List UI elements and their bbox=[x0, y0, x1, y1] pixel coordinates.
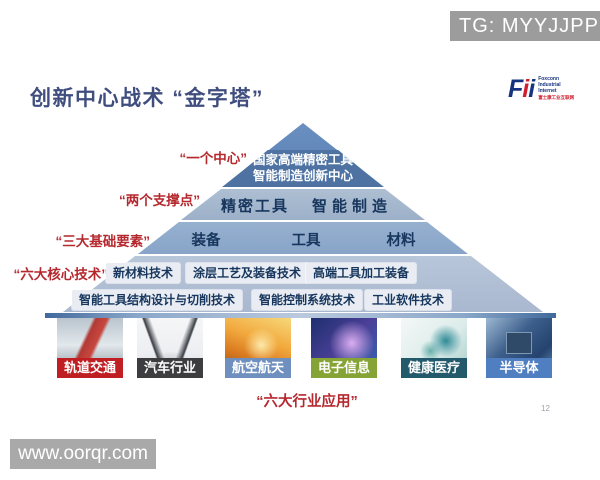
logo-text-line2: Industrial bbox=[538, 82, 561, 88]
industry-tile-automotive: 汽车行业 bbox=[137, 318, 203, 378]
industry-tile-electronics: 电子信息 bbox=[311, 318, 377, 378]
level2-item-smart-manufacturing: 智能制造 bbox=[311, 198, 393, 215]
logo-letter-i1: i bbox=[522, 75, 529, 103]
fii-logo: Fii Foxconn Industrial Internet 富士康工业互联网 bbox=[508, 76, 574, 102]
logo-text-line3: Internet bbox=[538, 88, 557, 94]
logo-letter-i2: i bbox=[528, 75, 535, 103]
industry-tile-aerospace: 航空航天 bbox=[225, 318, 291, 378]
industry-label-rail: 轨道交通 bbox=[57, 358, 123, 378]
side-label-three-elements: “三大基础要素” bbox=[55, 234, 151, 249]
industry-tile-rail: 轨道交通 bbox=[57, 318, 123, 378]
tech-chip-coating: 涂层工艺及装备技术 bbox=[185, 263, 309, 283]
level3-item-materials: 材料 bbox=[386, 233, 416, 249]
level1-line2: 智能制造创新中心 bbox=[252, 169, 353, 183]
logo-text-line1: Foxconn bbox=[538, 76, 560, 82]
industry-label-healthcare: 健康医疗 bbox=[401, 358, 467, 378]
watermark: www.oorqr.com bbox=[10, 439, 156, 469]
cpu-die-graphic bbox=[506, 332, 532, 354]
pyramid-level1-text: 国家高端精密工具 智能制造创新中心 bbox=[223, 152, 383, 184]
fii-logo-mark: Fii bbox=[508, 75, 535, 103]
tech-chip-intelligent-control: 智能控制系统技术 bbox=[251, 290, 363, 310]
industry-tile-semiconductor: 半导体 bbox=[486, 318, 552, 378]
side-label-six-core-tech: “六大核心技术” bbox=[13, 267, 109, 282]
industry-label-aerospace: 航空航天 bbox=[225, 358, 291, 378]
tech-chip-industrial-software: 工业软件技术 bbox=[364, 290, 452, 310]
tech-chip-tool-design-cutting: 智能工具结构设计与切削技术 bbox=[71, 290, 243, 310]
pyramid-level3 bbox=[138, 222, 468, 254]
industry-label-automotive: 汽车行业 bbox=[137, 358, 203, 378]
pyramid-base-strip bbox=[45, 313, 556, 318]
logo-letter-f: F bbox=[508, 75, 523, 103]
level3-item-tools: 工具 bbox=[291, 233, 321, 249]
side-label-two-supports: “两个支撑点” bbox=[119, 193, 200, 208]
fii-logo-text: Foxconn Industrial Internet 富士康工业互联网 bbox=[538, 76, 574, 101]
side-label-one-center: “一个中心” bbox=[179, 151, 248, 166]
industry-label-semiconductor: 半导体 bbox=[486, 358, 552, 378]
page-number: 12 bbox=[541, 404, 550, 413]
industry-label-electronics: 电子信息 bbox=[311, 358, 377, 378]
industry-tile-healthcare: 健康医疗 bbox=[401, 318, 467, 378]
level2-item-precision-tools: 精密工具 bbox=[220, 198, 290, 215]
tech-chip-new-materials: 新材料技术 bbox=[105, 263, 181, 283]
pyramid-level2 bbox=[181, 189, 425, 220]
tech-chip-highend-tooling: 高端工具加工装备 bbox=[305, 263, 417, 283]
level1-line1: 国家高端精密工具 bbox=[252, 153, 353, 167]
page-title: 创新中心战术 “金字塔” bbox=[30, 87, 264, 110]
level3-item-equipment: 装备 bbox=[191, 233, 221, 249]
logo-text-cn: 富士康工业互联网 bbox=[538, 95, 575, 100]
tg-badge: TG: MYYJJPP bbox=[450, 11, 600, 41]
six-industries-caption: “六大行业应用” bbox=[256, 394, 358, 410]
